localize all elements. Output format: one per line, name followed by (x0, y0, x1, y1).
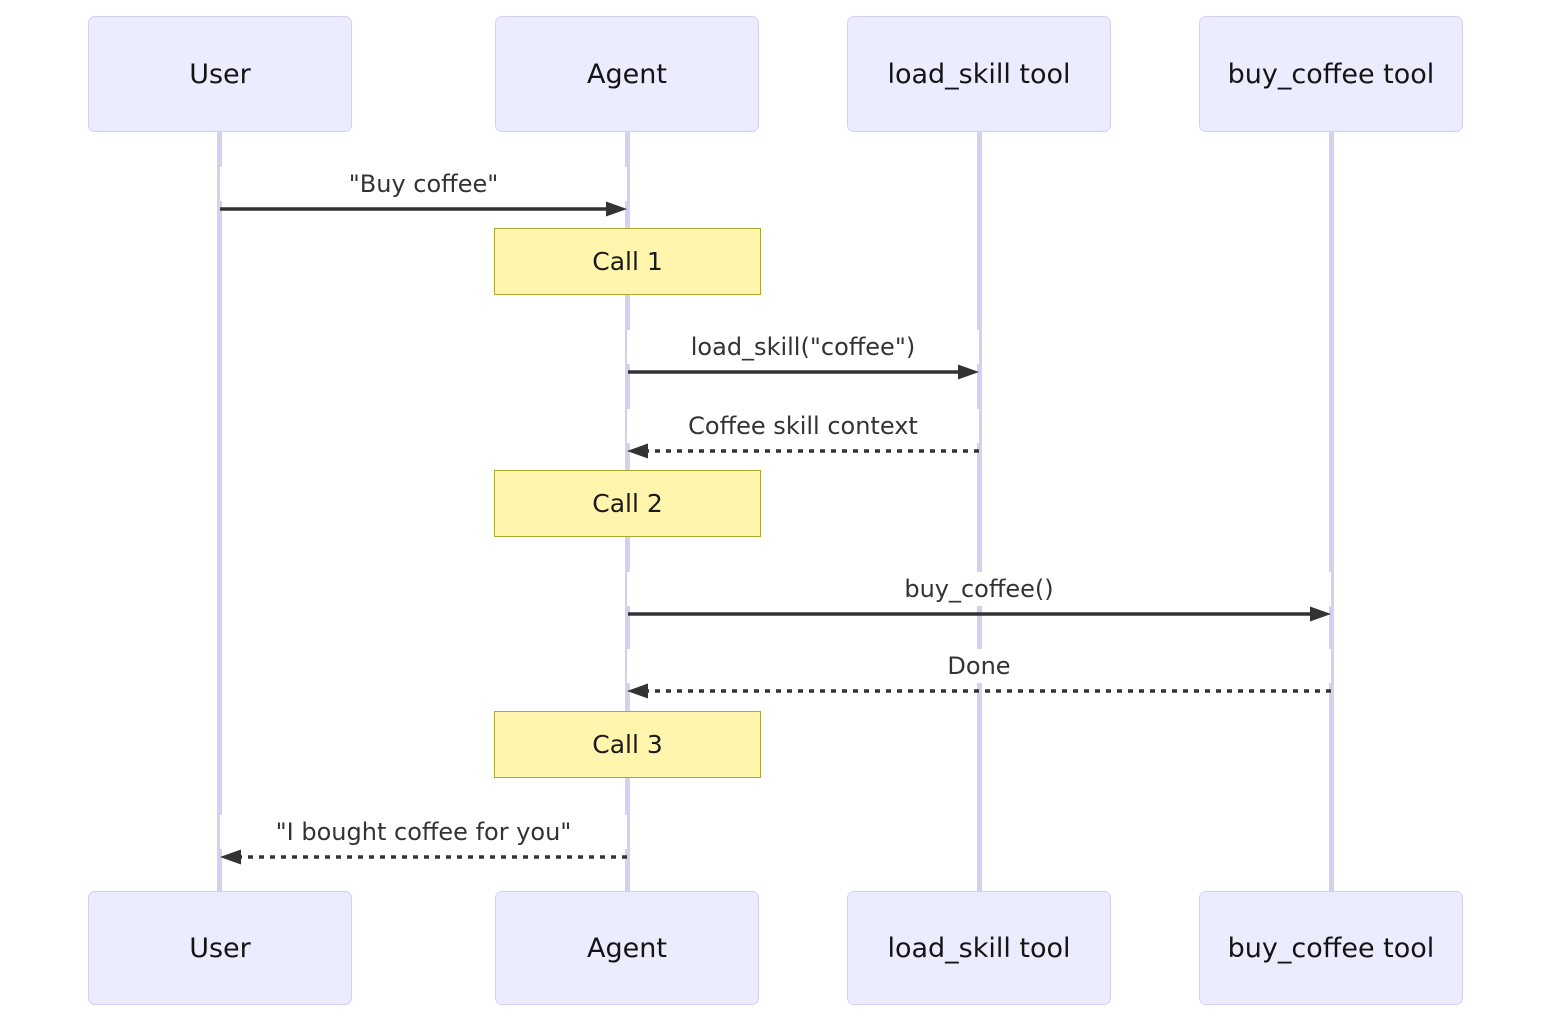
message-label-done: Done (627, 649, 1331, 683)
note-call-1: Call 1 (494, 228, 761, 295)
note-label: Call 2 (592, 489, 663, 518)
note-call-3: Call 3 (494, 711, 761, 778)
actor-top-load-skill: load_skill tool (847, 16, 1111, 132)
lifeline-user (217, 132, 222, 892)
message-label-buy-coffee-call: buy_coffee() (627, 572, 1331, 606)
actor-bottom-agent: Agent (495, 891, 759, 1005)
message-arrow-buy-coffee-call (628, 606, 1331, 622)
actor-label: Agent (587, 58, 667, 90)
lifeline-load-skill (977, 132, 982, 892)
actor-bottom-buy-coffee: buy_coffee tool (1199, 891, 1463, 1005)
actor-top-buy-coffee: buy_coffee tool (1199, 16, 1463, 132)
message-label-buy-coffee-request: "Buy coffee" (220, 167, 627, 201)
message-arrow-buy-coffee-request (220, 201, 627, 217)
actor-label: User (189, 58, 251, 90)
message-arrow-coffee-skill-context (627, 443, 979, 459)
actor-label: load_skill tool (887, 58, 1071, 90)
actor-top-user: User (88, 16, 352, 132)
actor-label: buy_coffee tool (1227, 932, 1435, 964)
message-arrow-done (627, 683, 1331, 699)
actor-bottom-load-skill: load_skill tool (847, 891, 1111, 1005)
note-label: Call 1 (592, 247, 663, 276)
note-call-2: Call 2 (494, 470, 761, 537)
lifeline-buy-coffee (1329, 132, 1334, 892)
message-arrow-load-skill (628, 364, 979, 380)
message-label-load-skill: load_skill("coffee") (627, 330, 979, 364)
note-label: Call 3 (592, 730, 663, 759)
actor-top-agent: Agent (495, 16, 759, 132)
actor-label: load_skill tool (887, 932, 1071, 964)
actor-label: Agent (587, 932, 667, 964)
actor-bottom-user: User (88, 891, 352, 1005)
message-arrow-bought-coffee-reply (220, 849, 627, 865)
message-label-coffee-skill-context: Coffee skill context (627, 409, 979, 443)
actor-label: User (189, 932, 251, 964)
actor-label: buy_coffee tool (1227, 58, 1435, 90)
message-label-bought-coffee-reply: "I bought coffee for you" (220, 815, 627, 849)
